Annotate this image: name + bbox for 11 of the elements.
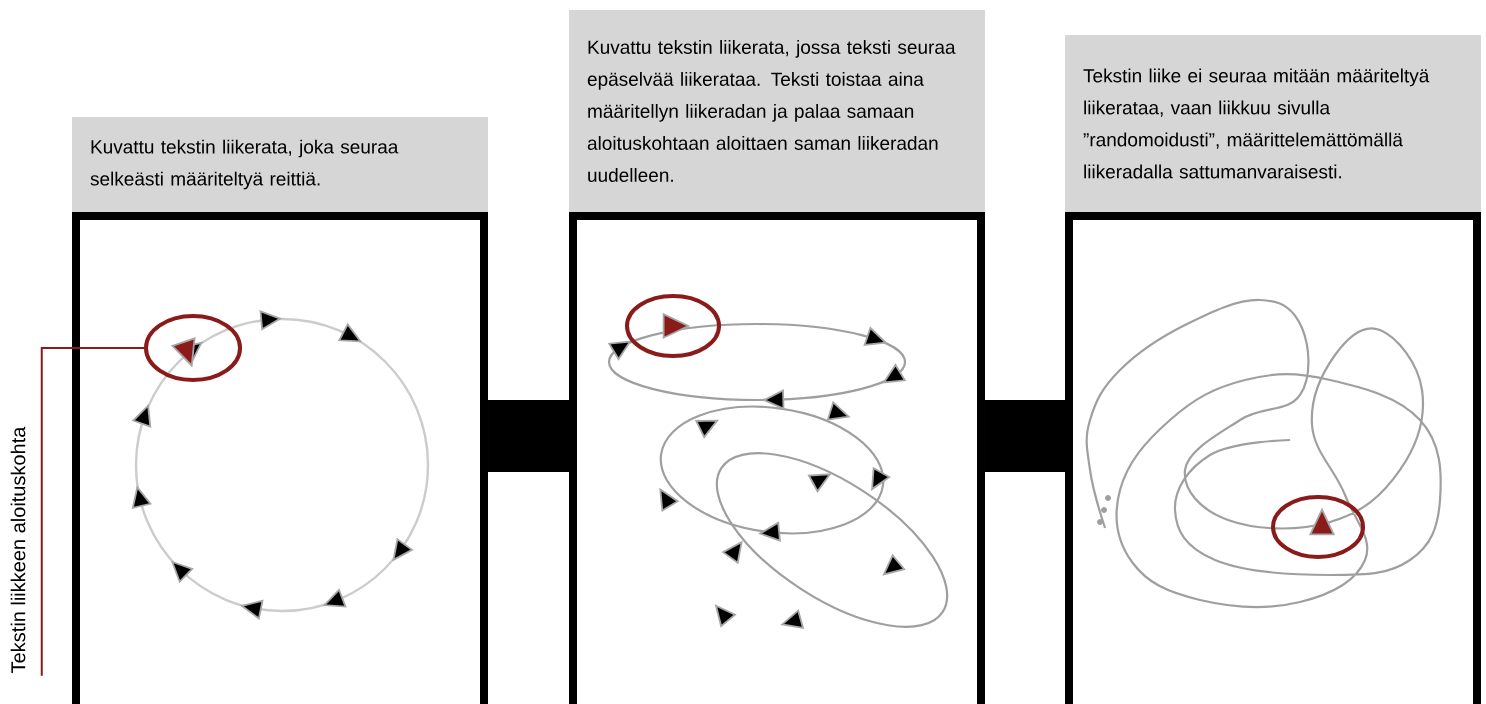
connector-bar	[985, 400, 1065, 472]
highlight-ellipse	[144, 314, 242, 382]
connector-bar	[488, 400, 569, 472]
panel-frame	[569, 212, 985, 704]
vertical-label: Tekstin liikkeen aloituskohta	[10, 426, 26, 673]
caption-box: Kuvattu tekstin liikerata, jossa teksti seuraa epäselvää liikerataa. Teksti toistaa aina määritellyn liikeradan ja palaa samaan aloituskohtaan aloittaen saman liikeradan uudelleen.	[569, 10, 985, 212]
caption-box: Tekstin liike ei seuraa mitään määriteltyä liikerataa, vaan liikkuu sivulla ”randomoidusti”, määrittelemättömällä liikeradalla sattumanvaraisesti.	[1065, 35, 1481, 212]
leader-line	[40, 347, 145, 677]
panel-frame	[1065, 212, 1481, 704]
caption-box: Kuvattu tekstin liikerata, joka seuraa selkeästi määriteltyä reittiä.	[72, 117, 488, 212]
panel-frame	[72, 212, 488, 704]
